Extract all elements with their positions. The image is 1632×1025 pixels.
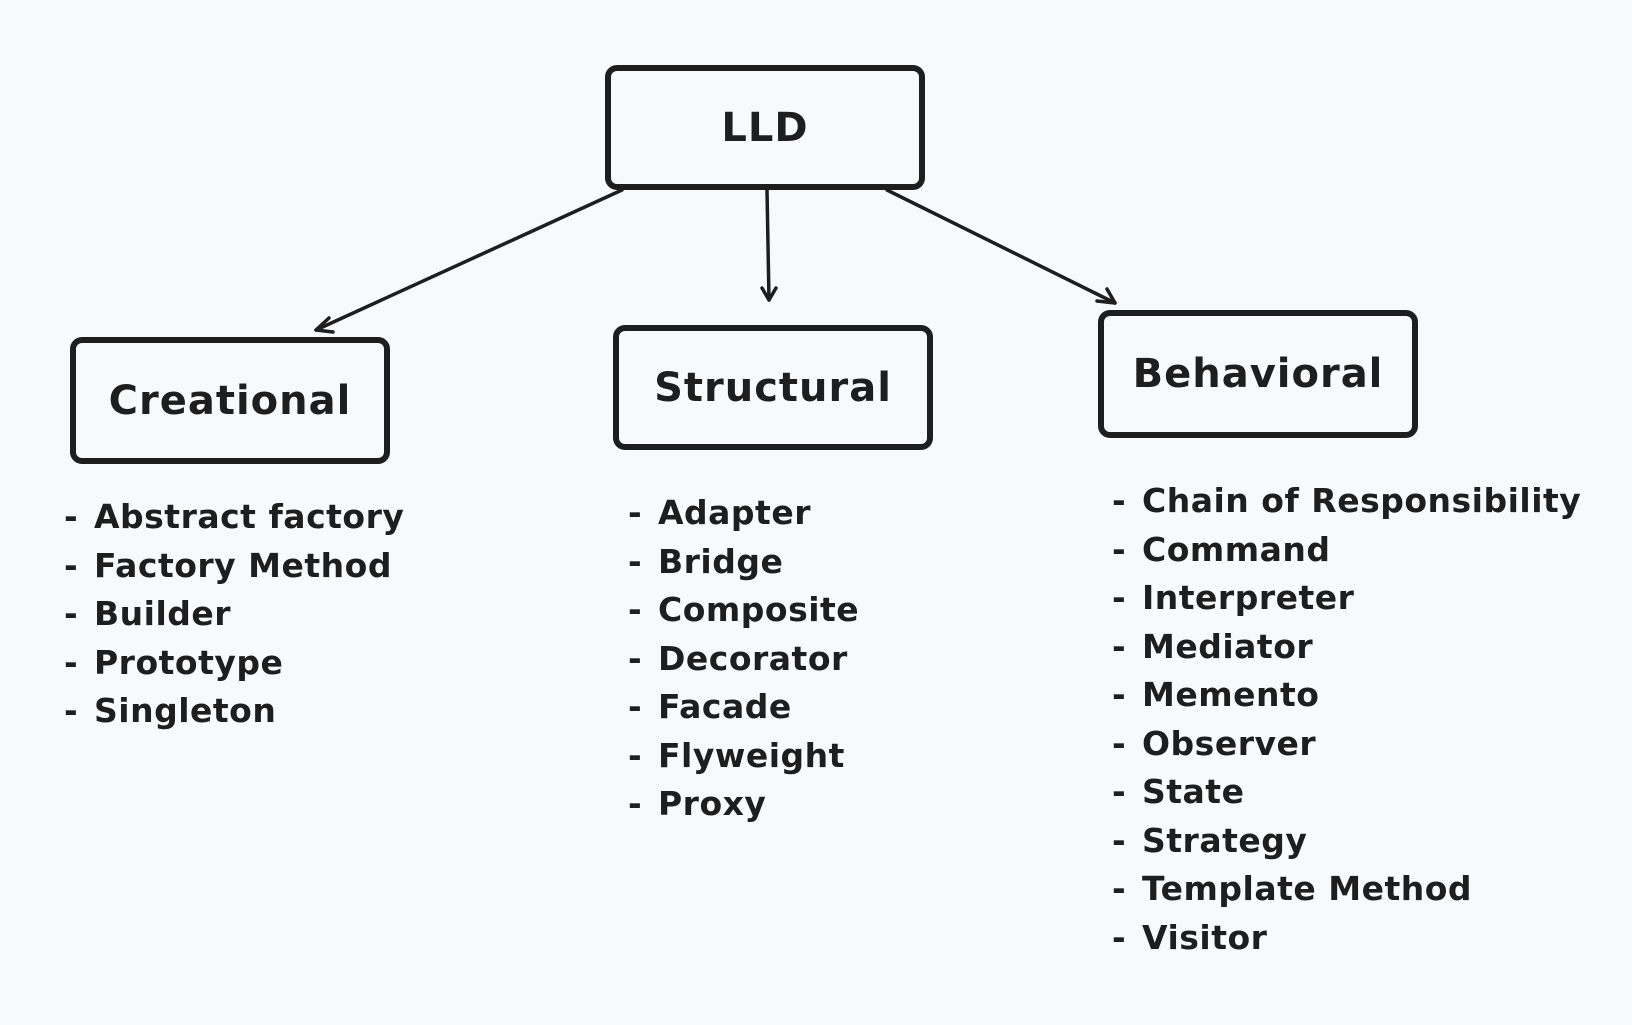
pattern-name: Flyweight <box>658 735 845 775</box>
category-node-label: Structural <box>654 364 892 411</box>
pattern-name: Visitor <box>1142 917 1268 957</box>
list-bullet: - <box>64 691 79 730</box>
pattern-name: Builder <box>94 594 232 633</box>
arrow-to-structural <box>760 188 778 302</box>
arrow-to-behavioral <box>885 188 1117 305</box>
pattern-name: Factory Method <box>94 545 392 585</box>
pattern-name: Mediator <box>1142 626 1314 666</box>
pattern-name: Memento <box>1142 675 1320 714</box>
pattern-name: State <box>1142 772 1245 811</box>
list-bullet: - <box>1112 772 1127 811</box>
creational-pattern-list: -Abstract factory-Factory Method-Builder… <box>64 493 404 736</box>
list-bullet: - <box>628 784 643 823</box>
pattern-list-item: -Singleton <box>64 687 404 736</box>
behavioral-pattern-list: -Chain of Responsibility-Command-Interpr… <box>1112 477 1581 962</box>
arrow-to-creational <box>314 188 624 334</box>
list-bullet: - <box>1112 529 1127 569</box>
list-bullet: - <box>1112 869 1127 908</box>
list-bullet: - <box>1112 917 1127 957</box>
pattern-list-item: -Visitor <box>1112 914 1581 963</box>
pattern-list-item: -Proxy <box>628 780 859 829</box>
pattern-name: Command <box>1142 529 1331 569</box>
pattern-name: Bridge <box>658 541 784 581</box>
category-node-creational: Creational <box>70 337 390 464</box>
pattern-list-item: -Command <box>1112 526 1581 575</box>
pattern-name: Strategy <box>1142 820 1308 860</box>
pattern-name: Prototype <box>94 642 284 682</box>
pattern-list-item: -Flyweight <box>628 732 859 781</box>
category-node-label: Behavioral <box>1132 351 1384 397</box>
structural-pattern-list: -Adapter-Bridge-Composite-Decorator-Faca… <box>628 489 859 829</box>
category-node-label: Creational <box>108 377 352 424</box>
pattern-name: Observer <box>1142 723 1317 763</box>
list-bullet: - <box>1112 626 1127 666</box>
pattern-list-item: -Decorator <box>628 635 859 684</box>
category-node-structural: Structural <box>613 325 933 450</box>
pattern-name: Interpreter <box>1142 578 1355 617</box>
category-node-behavioral: Behavioral <box>1098 310 1418 438</box>
pattern-list-item: -Builder <box>64 590 404 639</box>
pattern-list-item: -Abstract factory <box>64 493 404 542</box>
pattern-name: Singleton <box>94 691 277 730</box>
pattern-name: Composite <box>658 590 860 629</box>
list-bullet: - <box>628 493 643 532</box>
pattern-list-item: -Factory Method <box>64 542 404 591</box>
pattern-list-item: -State <box>1112 768 1581 817</box>
list-bullet: - <box>64 497 79 536</box>
pattern-list-item: -Composite <box>628 586 859 635</box>
pattern-list-item: -Strategy <box>1112 817 1581 866</box>
pattern-name: Decorator <box>658 638 848 678</box>
pattern-list-item: -Chain of Responsibility <box>1112 477 1581 526</box>
pattern-list-item: -Prototype <box>64 639 404 688</box>
list-bullet: - <box>1112 723 1127 763</box>
list-bullet: - <box>64 594 79 633</box>
root-node-label: LLD <box>721 104 809 151</box>
pattern-list-item: -Mediator <box>1112 623 1581 672</box>
list-bullet: - <box>1112 481 1127 520</box>
list-bullet: - <box>628 687 643 726</box>
root-node-lld: LLD <box>605 65 925 190</box>
pattern-list-item: -Adapter <box>628 489 859 538</box>
list-bullet: - <box>628 735 643 775</box>
list-bullet: - <box>628 541 643 581</box>
pattern-list-item: -Bridge <box>628 538 859 587</box>
pattern-name: Proxy <box>658 784 767 823</box>
pattern-list-item: -Observer <box>1112 720 1581 769</box>
pattern-name: Abstract factory <box>94 497 405 536</box>
pattern-name: Adapter <box>658 493 811 532</box>
list-bullet: - <box>64 545 79 585</box>
pattern-name: Template Method <box>1142 869 1473 908</box>
list-bullet: - <box>1112 675 1127 714</box>
list-bullet: - <box>1112 820 1127 860</box>
pattern-list-item: -Facade <box>628 683 859 732</box>
pattern-list-item: -Template Method <box>1112 865 1581 914</box>
pattern-list-item: -Memento <box>1112 671 1581 720</box>
list-bullet: - <box>628 638 643 678</box>
list-bullet: - <box>64 642 79 682</box>
list-bullet: - <box>628 590 643 629</box>
list-bullet: - <box>1112 578 1127 617</box>
pattern-name: Facade <box>658 687 792 726</box>
pattern-list-item: -Interpreter <box>1112 574 1581 623</box>
pattern-name: Chain of Responsibility <box>1142 481 1582 520</box>
